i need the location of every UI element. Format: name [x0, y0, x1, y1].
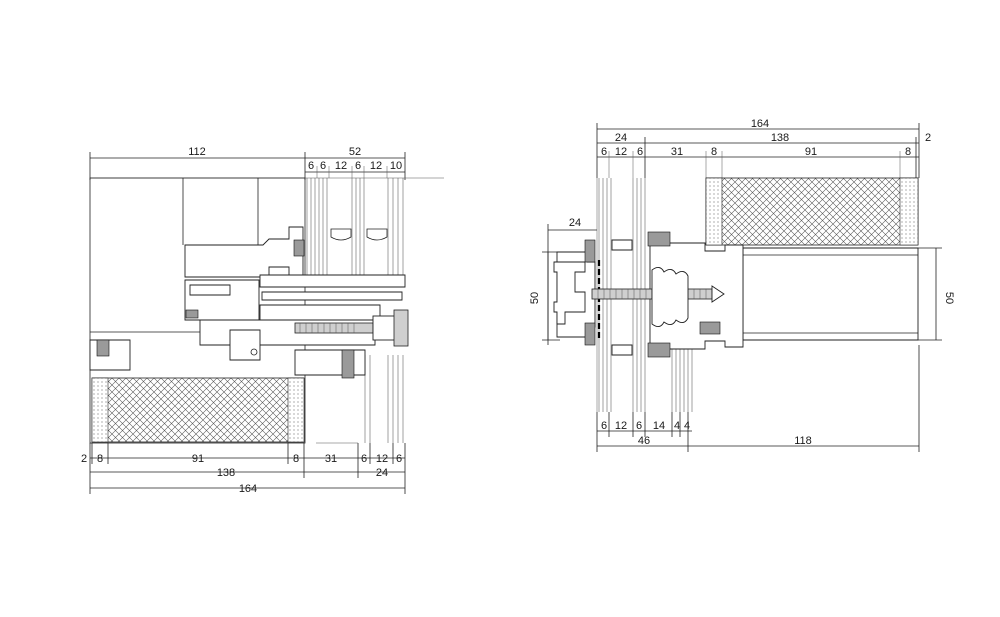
left-dim-b-12: 12 — [376, 453, 388, 465]
left-top-dimensions: 112 52 6 6 12 6 12 10 — [89, 146, 406, 180]
left-dim-10: 10 — [390, 160, 402, 172]
right-dim-12: 12 — [615, 146, 627, 158]
left-dim-6b: 6 — [320, 160, 326, 172]
left-dim-b-138: 138 — [217, 467, 235, 479]
right-dim-side-24: 24 — [569, 217, 581, 229]
left-dim-12a: 12 — [335, 160, 347, 172]
right-dim-24: 24 — [615, 132, 627, 144]
right-bottom-dimensions: 6 12 6 14 4 4 46 118 — [596, 345, 920, 452]
right-dim-b-14: 14 — [653, 420, 665, 432]
right-top-dimensions: 164 24 138 2 6 12 6 31 8 91 8 — [596, 118, 931, 178]
right-dim-b-6b: 6 — [636, 420, 642, 432]
left-dim-b-8a: 8 — [97, 453, 103, 465]
right-dim-164: 164 — [751, 118, 769, 130]
right-dim-138: 138 — [771, 132, 789, 144]
right-insulation — [705, 177, 919, 246]
left-screw — [294, 309, 409, 347]
left-dim-b-24: 24 — [376, 467, 388, 479]
left-dim-12b: 12 — [370, 160, 382, 172]
left-dim-b-164: 164 — [239, 483, 257, 495]
left-dim-6c: 6 — [355, 160, 361, 172]
right-dim-2: 2 — [925, 132, 931, 144]
right-dim-8b: 8 — [905, 146, 911, 158]
left-bottom-dimensions: 2 8 91 8 31 6 12 6 138 24 164 — [81, 442, 406, 495]
right-dim-6a: 6 — [601, 146, 607, 158]
right-dim-side-50b: 50 — [943, 292, 955, 304]
right-dim-8a: 8 — [711, 146, 717, 158]
right-section: 164 24 138 2 6 12 6 31 8 91 8 — [529, 118, 955, 452]
left-dim-b-31: 31 — [325, 453, 337, 465]
left-glazing — [306, 178, 404, 443]
left-section: 112 52 6 6 12 6 12 10 — [81, 146, 444, 495]
left-dim-b-6a: 6 — [361, 453, 367, 465]
left-dim-6a: 6 — [308, 160, 314, 172]
left-dim-52: 52 — [349, 146, 361, 158]
left-dim-b-91: 91 — [192, 453, 204, 465]
right-screw — [591, 267, 725, 327]
right-dim-side-50a: 50 — [529, 292, 541, 304]
right-dim-b-46: 46 — [638, 435, 650, 447]
right-dim-b-6a: 6 — [601, 420, 607, 432]
left-dim-112: 112 — [188, 146, 206, 158]
right-dim-b-12: 12 — [615, 420, 627, 432]
right-dim-31: 31 — [671, 146, 683, 158]
right-dim-6b: 6 — [637, 146, 643, 158]
left-dim-b-2: 2 — [81, 453, 87, 465]
left-dim-b-8b: 8 — [293, 453, 299, 465]
right-dim-b-4b: 4 — [684, 420, 690, 432]
right-dim-b-118: 118 — [794, 435, 812, 447]
right-side-dimensions: 24 50 50 — [529, 217, 955, 345]
right-dim-b-4a: 4 — [674, 420, 680, 432]
left-profile — [89, 226, 409, 379]
left-insulation — [91, 377, 305, 443]
left-dim-b-6b: 6 — [396, 453, 402, 465]
right-dim-91: 91 — [805, 146, 817, 158]
